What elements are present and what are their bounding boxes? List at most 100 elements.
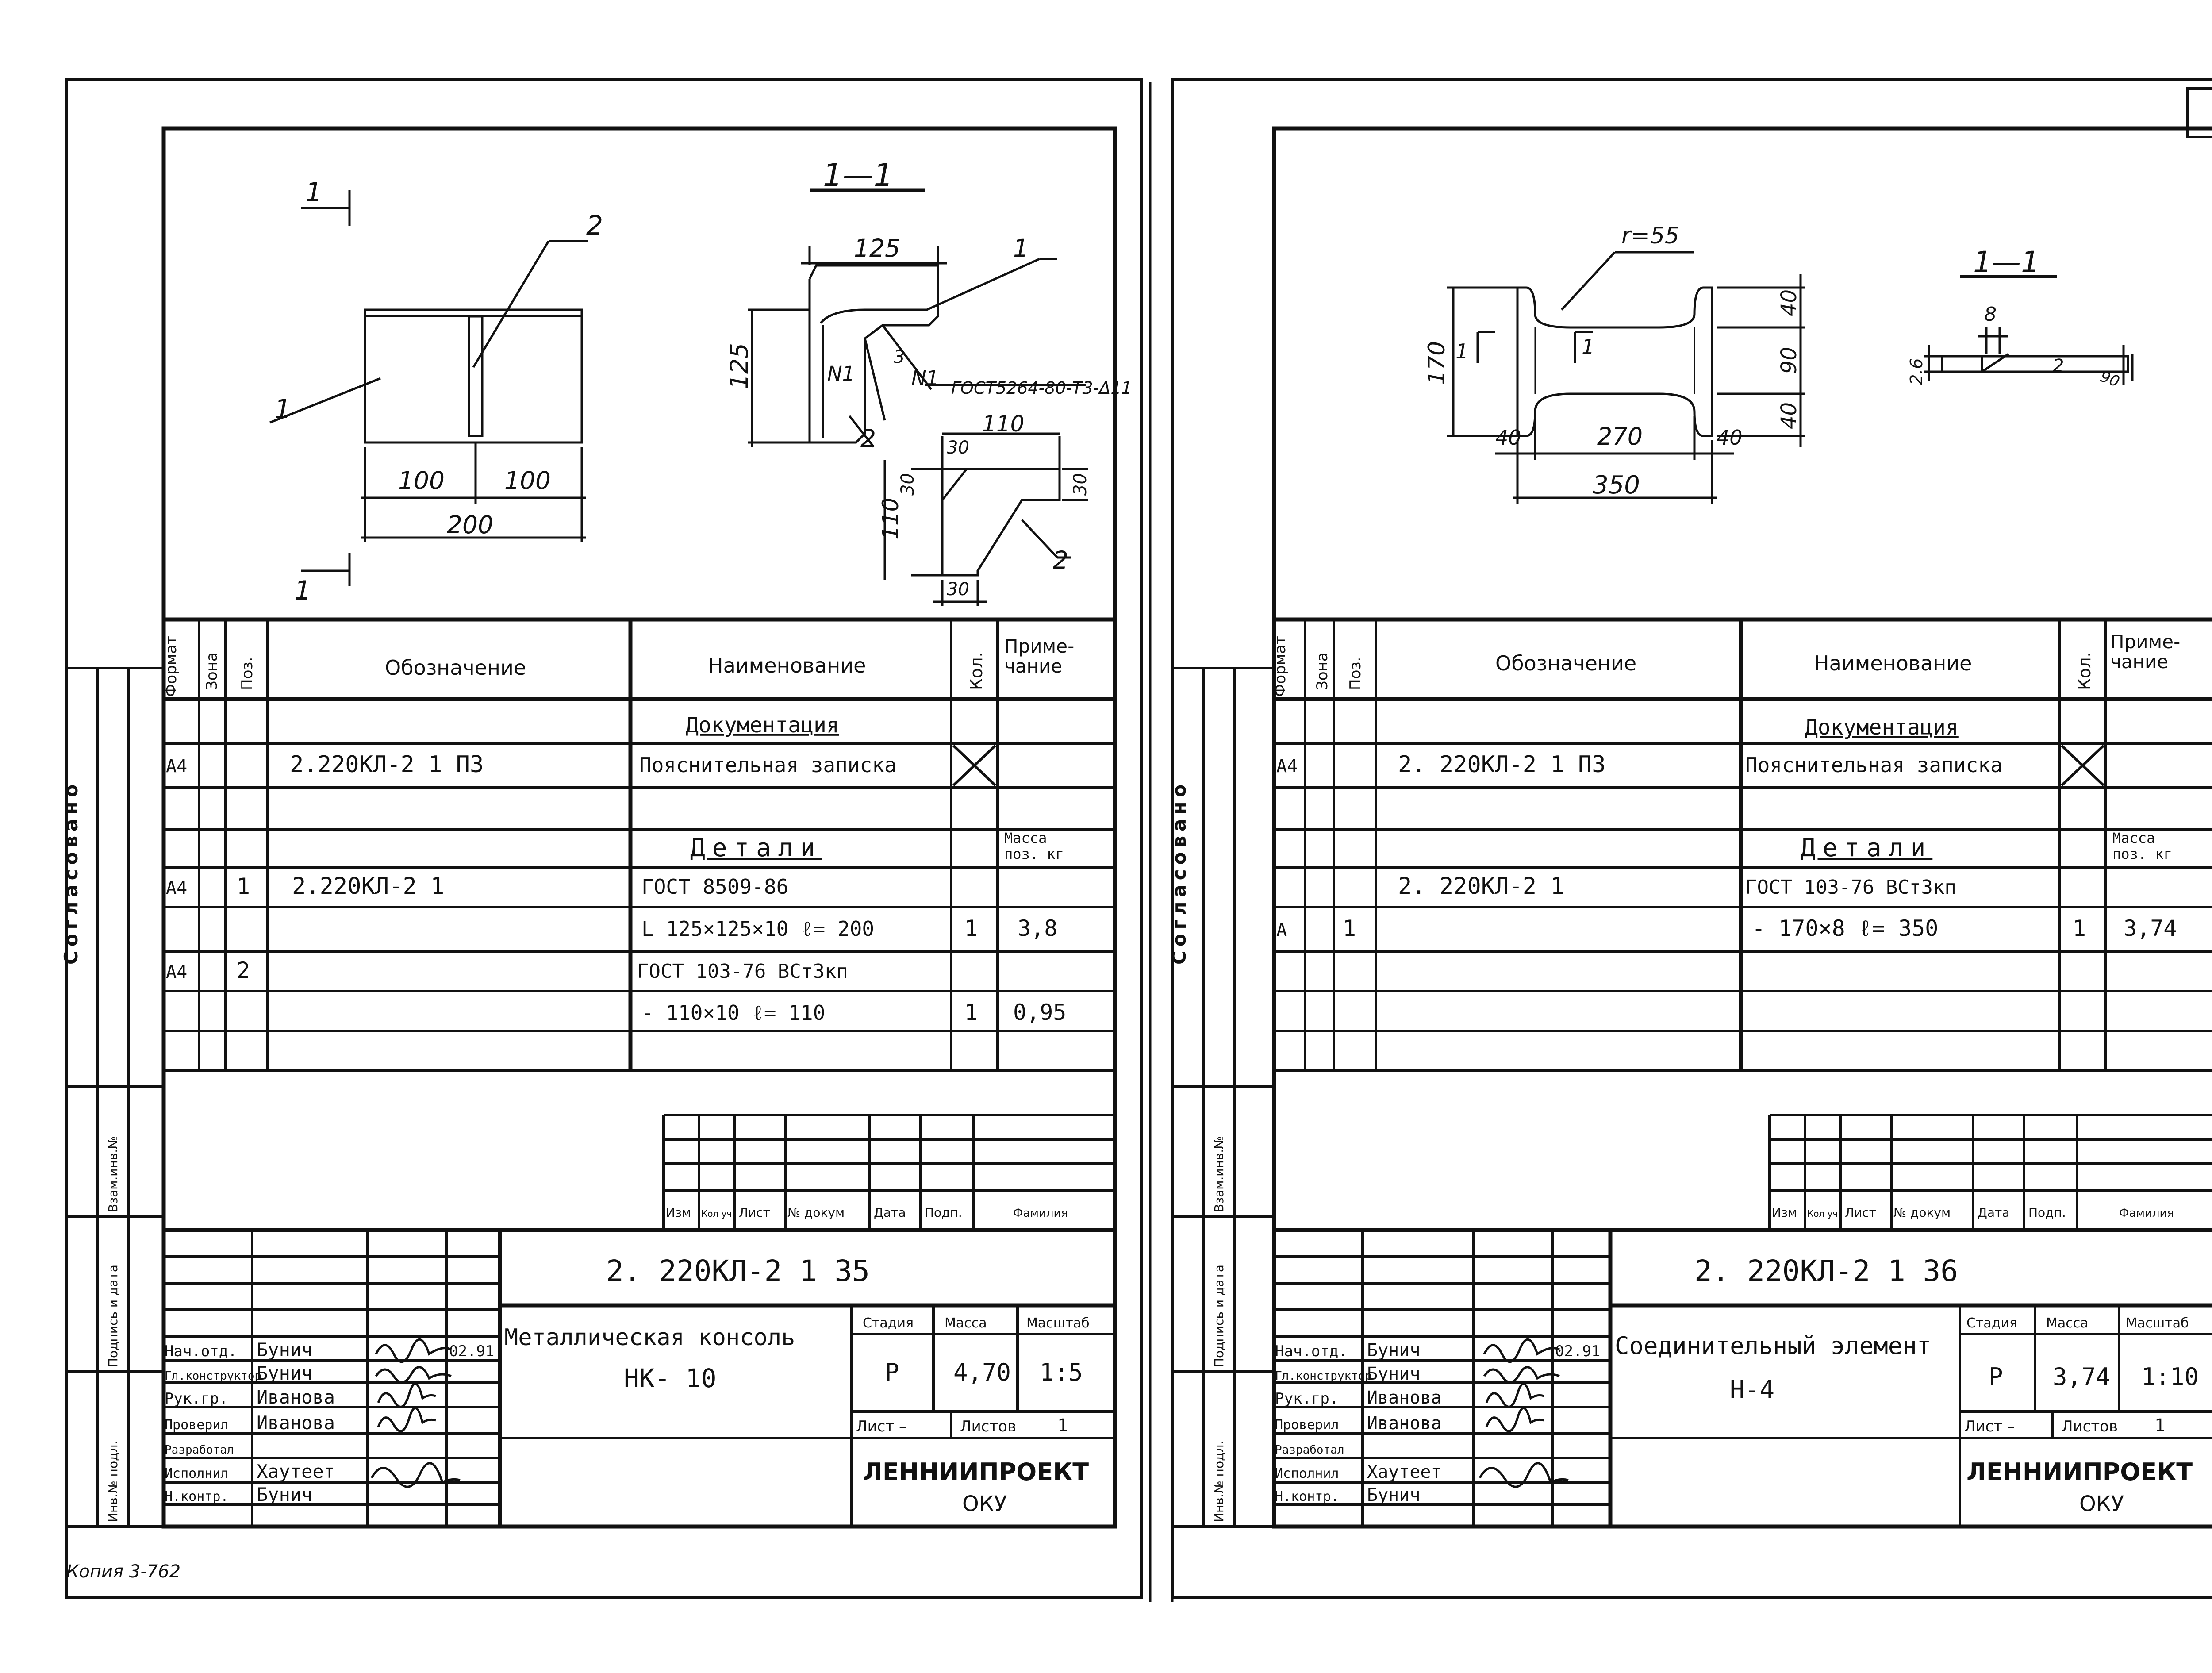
dim-110-top: 110 [982,411,1024,437]
row5-name: - 110×10 ℓ= 110 [641,1001,825,1025]
doc-code-left: 2. 220КЛ-2 1 35 [606,1254,870,1288]
col-qty: Кол. [967,652,986,690]
row1-format: А4 [166,756,187,777]
sheets-left: 1 [1057,1415,1068,1436]
right-inner-frame [1272,126,2212,1529]
mass-right: 3,74 [2053,1363,2110,1391]
n1-label-b: N1 [911,366,939,390]
n1-label-a: N1 [827,362,855,385]
role-6-right: Н.контр. [1275,1489,1339,1504]
role-1-left: Гл.конструктор [165,1369,261,1383]
side-agreed-right: Согласовано [1168,780,1190,965]
side-inv-no-right: Взам.инв.№ [1212,1136,1226,1212]
row4-format: А4 [166,962,187,982]
stage-label-left: Стадия [863,1315,914,1331]
stage-label-right: Стадия [1966,1315,2017,1331]
org1-right: ЛЕННИИПРОЕКТ [1966,1458,2193,1486]
row1-name: Пояснительная записка [639,753,897,777]
ch-col-list-r: Лист [1845,1205,1876,1220]
col-zone-r: Зона [1313,652,1331,690]
sheet-label-left: Лист – [856,1418,906,1435]
weld-note: ГОСТ5264-80-Т3-Δ11 [951,378,1132,398]
col-format: Формат [162,636,180,697]
role-3-right: Проверил [1275,1417,1339,1433]
dim-30-a: 30 [947,438,969,458]
stage-left: Р [885,1358,899,1386]
role-6-left: Н.контр. [165,1489,229,1504]
section-title-right: 1—1 [1973,245,2039,279]
name-1-right: Бунич [1367,1364,1420,1384]
col-name-r: Наименование [1814,651,1972,675]
row2-pos: 1 [237,873,250,899]
ch-col-podp: Подп. [925,1205,962,1220]
ch-col-kol-r: Кол уч. [1807,1208,1841,1219]
date-right: 02.91 [1555,1342,1600,1360]
sheets-label-right: Листов [2062,1418,2118,1435]
ch-col-podp-r: Подп. [2028,1205,2066,1220]
dim-270: 270 [1597,423,1643,450]
name-3-left: Иванова [257,1412,335,1434]
mass-label-right: Масса [2046,1315,2089,1331]
dim-100-a: 100 [398,466,445,495]
scale-label-left: Масштаб [1026,1315,1090,1331]
role-5-left: Исполнил [165,1466,229,1481]
dim-40-d: 40 [1717,426,1743,450]
left-outer-frame [65,78,1143,1599]
row3-note: 3,8 [1018,915,1057,941]
name-2-right: Иванова [1367,1388,1442,1408]
pos-2-gusset: 2 [1053,546,1068,574]
role-0-right: Нач.отд. [1275,1342,1348,1360]
name-1-left: Бунич [257,1362,312,1384]
left-inner-frame [161,126,1117,1529]
dim-8: 8 [1984,303,1997,326]
dim-125-side: 125 [725,343,753,389]
side-inv-orig-left: Инв.№ подл. [106,1441,120,1522]
col-pos-r: Поз. [1347,657,1364,690]
ch-col-fam-r: Фамилия [2119,1207,2174,1220]
row4-name: ГОСТ 103-76 ВСт3кп [637,960,848,983]
sheets-label-left: Листов [960,1418,1016,1435]
section-parts-r: Детали [1801,834,1932,862]
name-5-left: Хаутеет [257,1461,335,1482]
col-name: Наименование [708,654,866,677]
signatures-left [370,1338,461,1488]
dim-30-d: 30 [947,579,969,600]
row1-designation: 2.220КЛ-2 1 ПЗ [290,751,484,778]
role-2-right: Рук.гр. [1275,1390,1338,1408]
num-2-right: 2 [2053,356,2064,376]
name-5-right: Хаутеет [1367,1462,1442,1482]
left-console-drawing [269,188,1088,606]
row2-format: А4 [166,878,187,898]
section-documentation-r: Документация [1805,715,1959,740]
row2-name: ГОСТ 8509-86 [641,875,788,899]
dim-90: 90 [1777,347,1801,374]
footer-copy: Копия 3-762 [66,1561,180,1582]
ch-col-doc: № докум [787,1205,845,1220]
row3-name: L 125×125×10 ℓ= 200 [641,917,874,941]
col-designation: Обозначение [385,656,526,680]
row4-pos: 2 [237,958,250,983]
role-4-left: Разработал [165,1443,234,1457]
dim-125-top: 125 [854,234,900,262]
side-inv-orig-right: Инв.№ подл. [1212,1441,1226,1522]
role-3-left: Проверил [165,1417,229,1433]
dim-110-side: 110 [878,498,903,540]
dim-40-a: 40 [1777,289,1801,316]
scale-right: 1:10 [2141,1363,2199,1391]
num-3: 3 [894,347,905,367]
title-line1-right: Соединительный элемент [1615,1332,1931,1360]
sheet-label-right: Лист – [1964,1418,2015,1435]
title-line2-right: Н-4 [1730,1376,1774,1404]
side-inv-no-left: Взам.инв.№ [106,1136,120,1212]
pos-2-label: 2 [586,210,603,241]
section-mark-top: 1 [305,177,322,208]
dim-200: 200 [447,511,493,539]
role-2-left: Рук.гр. [165,1390,228,1408]
row1-designation-r: 2. 220КЛ-2 1 ПЗ [1398,751,1606,778]
row3-pos-r: 1 [1343,915,1356,941]
dim-30-b: 30 [898,473,918,496]
scale-left: 1:5 [1040,1358,1083,1386]
role-0-left: Нач.отд. [165,1342,237,1360]
dim-40-b: 40 [1777,402,1801,429]
